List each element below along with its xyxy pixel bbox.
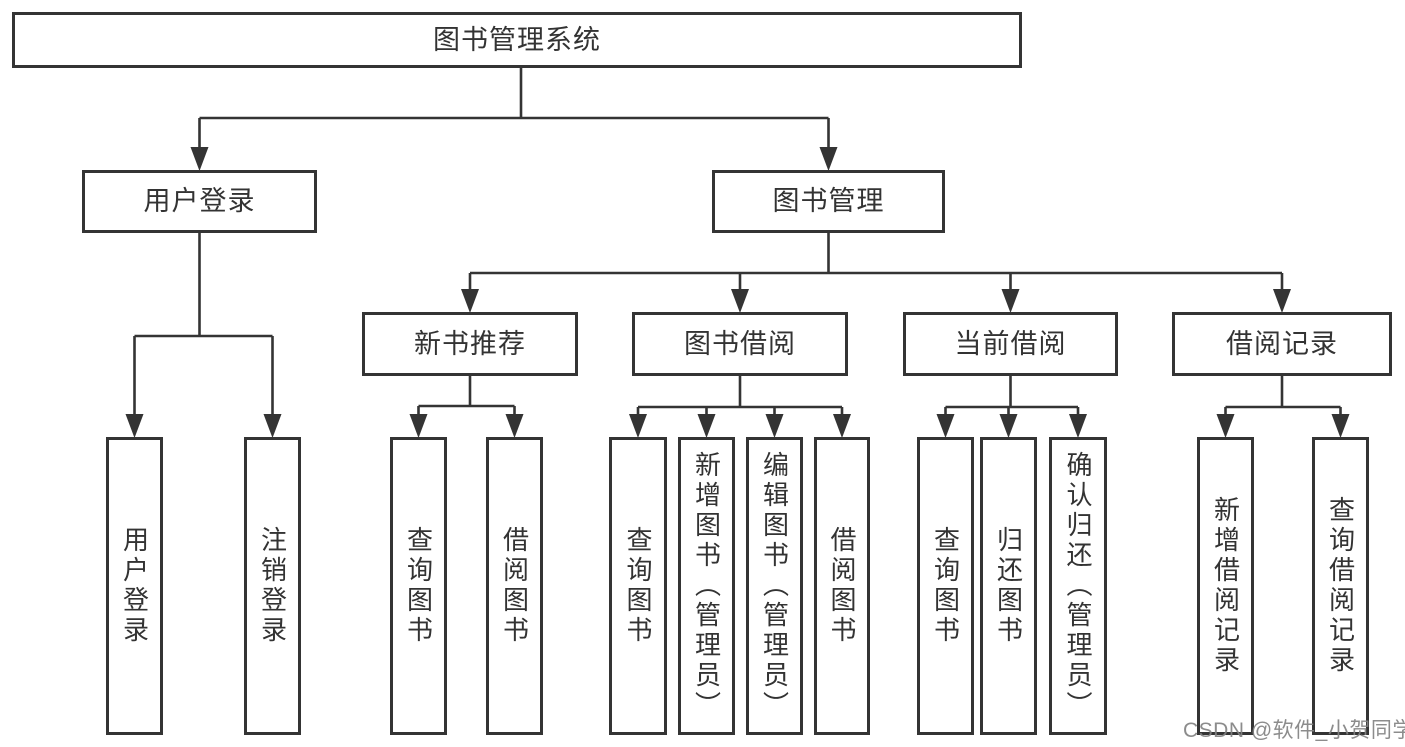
arrow-down-icon: [461, 289, 479, 313]
arrow-down-icon: [697, 414, 716, 438]
leaf-current-confirm-return-admin: 确认归还（管理员）: [1049, 437, 1107, 735]
arrow-down-icon: [409, 414, 428, 438]
arrow-down-icon: [1069, 414, 1087, 438]
node-new-book-recommend: 新书推荐: [362, 312, 578, 376]
arrow-down-icon: [190, 147, 209, 171]
arrow-down-icon: [765, 414, 784, 438]
node-borrowing-records: 借阅记录: [1172, 312, 1392, 376]
leaf-recommend-borrow-books: 借阅图书: [486, 437, 543, 735]
arrow-down-icon: [936, 414, 955, 438]
edge-recommend-to-leaves: [417, 376, 516, 417]
node-root-system: 图书管理系统: [12, 12, 1022, 68]
node-book-management: 图书管理: [712, 170, 945, 233]
leaf-records-add-record: 新增借阅记录: [1197, 437, 1254, 735]
leaf-user-login: 用户登录: [106, 437, 163, 735]
arrow-down-icon: [263, 414, 282, 438]
leaf-current-return-books: 归还图书: [980, 437, 1037, 735]
arrow-down-icon: [833, 414, 851, 438]
arrow-down-icon: [1331, 414, 1350, 438]
arrow-down-icon: [819, 147, 838, 171]
arrowheads: [125, 147, 1350, 438]
node-user-login: 用户登录: [82, 170, 317, 233]
node-book-borrowing: 图书借阅: [632, 312, 848, 376]
leaf-records-query-record: 查询借阅记录: [1312, 437, 1369, 735]
arrow-down-icon: [125, 414, 144, 438]
edge-mgmt-to-level3: [468, 233, 1284, 292]
leaf-borrowing-add-books-admin: 新增图书（管理员）: [678, 437, 735, 735]
leaf-current-query-books: 查询图书: [917, 437, 974, 735]
edge-borrowing-to-leaves: [636, 376, 844, 417]
leaf-borrowing-query-books: 查询图书: [609, 437, 667, 735]
edge-root-to-level2: [198, 68, 830, 150]
leaf-logout: 注销登录: [244, 437, 301, 735]
edge-lines: [133, 68, 1342, 417]
arrow-down-icon: [629, 414, 647, 438]
arrow-down-icon: [999, 414, 1018, 438]
leaf-borrowing-edit-books-admin: 编辑图书（管理员）: [746, 437, 803, 735]
arrow-down-icon: [1216, 414, 1235, 438]
edge-current-to-leaves: [944, 376, 1080, 417]
arrow-down-icon: [731, 289, 749, 313]
leaf-borrowing-borrow-books: 借阅图书: [814, 437, 870, 735]
csdn-watermark: CSDN @软件_小贺同学: [1183, 719, 1405, 742]
arrow-down-icon: [505, 414, 524, 438]
leaf-recommend-query-books: 查询图书: [390, 437, 447, 735]
node-current-borrowing: 当前借阅: [903, 312, 1118, 376]
edge-login-to-leaves: [133, 233, 274, 417]
arrow-down-icon: [1273, 289, 1291, 313]
edge-records-to-leaves: [1224, 376, 1342, 417]
arrow-down-icon: [1001, 289, 1020, 313]
